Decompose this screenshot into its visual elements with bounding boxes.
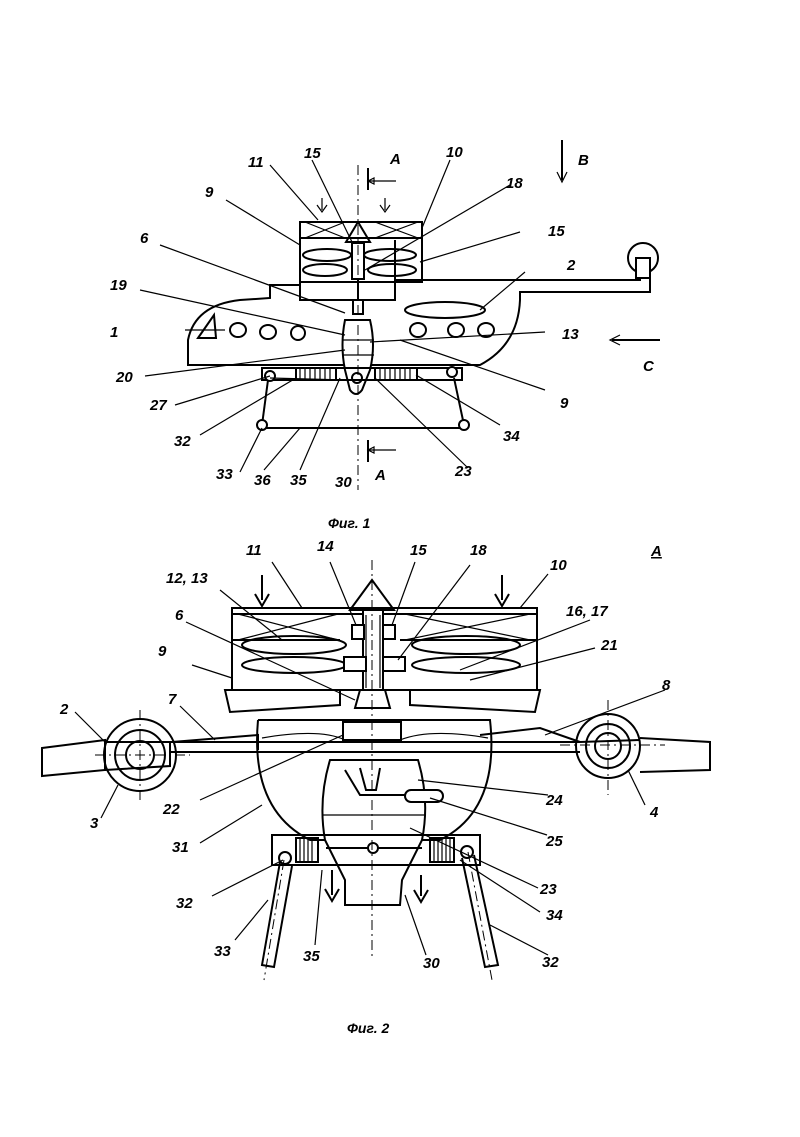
- fig2-label-4: 4: [649, 804, 659, 821]
- fig2-label-22: 22: [162, 801, 180, 818]
- figure-1-labels: 1 2 6 9 9 10 11 13 15 15 18 19 20 23 27 …: [110, 144, 655, 531]
- fig1-label-30: 30: [335, 474, 352, 491]
- fig2-label-11: 11: [246, 542, 262, 559]
- figure-1-drawing: [139, 140, 660, 490]
- fig2-label-9: 9: [158, 643, 167, 660]
- fig1-label-20: 20: [115, 369, 133, 386]
- figure-2-drawing: [41, 560, 711, 981]
- fig1-label-15-right: 15: [548, 223, 565, 240]
- fig1-section-label-a-bottom: А: [374, 467, 386, 484]
- fig2-label-6: 6: [175, 607, 184, 624]
- fig2-label-32-right: 32: [542, 954, 559, 971]
- fig1-label-36: 36: [254, 472, 271, 489]
- fig2-label-14: 14: [317, 538, 334, 555]
- fig2-label-35: 35: [303, 948, 320, 965]
- fig2-label-33: 33: [214, 943, 231, 960]
- fig2-label-2: 2: [59, 701, 69, 718]
- fig2-view-label-a: А: [650, 543, 662, 560]
- fig1-label-9-top: 9: [205, 184, 214, 201]
- fig2-label-32-left: 32: [176, 895, 193, 912]
- fig2-label-24: 24: [545, 792, 563, 809]
- fig2-label-10: 10: [550, 557, 567, 574]
- fig2-label-34: 34: [546, 907, 563, 924]
- fig2-label-21: 21: [600, 637, 618, 654]
- fig2-label-7: 7: [168, 691, 177, 708]
- fig1-label-11: 11: [248, 154, 264, 171]
- fig2-label-30: 30: [423, 955, 440, 972]
- fig1-label-19: 19: [110, 277, 127, 294]
- fig2-label-18: 18: [470, 542, 487, 559]
- fig1-label-1: 1: [110, 324, 118, 341]
- fig1-label-23: 23: [454, 463, 472, 480]
- fig1-label-15-top: 15: [304, 145, 321, 162]
- fig1-label-32: 32: [174, 433, 191, 450]
- fig1-label-35: 35: [290, 472, 307, 489]
- fig2-label-15: 15: [410, 542, 427, 559]
- fig2-label-16-17: 16, 17: [566, 603, 608, 620]
- figure-1-caption: Фиг. 1: [328, 515, 371, 531]
- fig1-label-9-bottom: 9: [560, 395, 569, 412]
- figure-2-labels: 2 3 4 6 7 8 9 10 11 12, 13 14 15 16, 17 …: [59, 538, 671, 1036]
- figure-2-caption: Фиг. 2: [347, 1020, 390, 1036]
- fig2-label-31: 31: [172, 839, 189, 856]
- fig1-label-13: 13: [562, 326, 579, 343]
- fig1-label-2: 2: [566, 257, 576, 274]
- fig1-label-6: 6: [140, 230, 149, 247]
- fig1-label-33: 33: [216, 466, 233, 483]
- fig2-label-23: 23: [539, 881, 557, 898]
- fig1-label-27: 27: [149, 397, 167, 414]
- fig1-label-34: 34: [503, 428, 520, 445]
- fig2-label-8: 8: [662, 677, 671, 694]
- fig1-label-10: 10: [446, 144, 463, 161]
- fig2-label-25: 25: [545, 833, 563, 850]
- fig1-view-label-c: С: [643, 358, 655, 375]
- fig2-label-3: 3: [90, 815, 99, 832]
- fig1-section-label-a-top: А: [389, 151, 401, 168]
- fig1-label-18: 18: [506, 175, 523, 192]
- fig2-label-12-13: 12, 13: [166, 570, 208, 587]
- fig1-view-label-b: В: [578, 152, 589, 169]
